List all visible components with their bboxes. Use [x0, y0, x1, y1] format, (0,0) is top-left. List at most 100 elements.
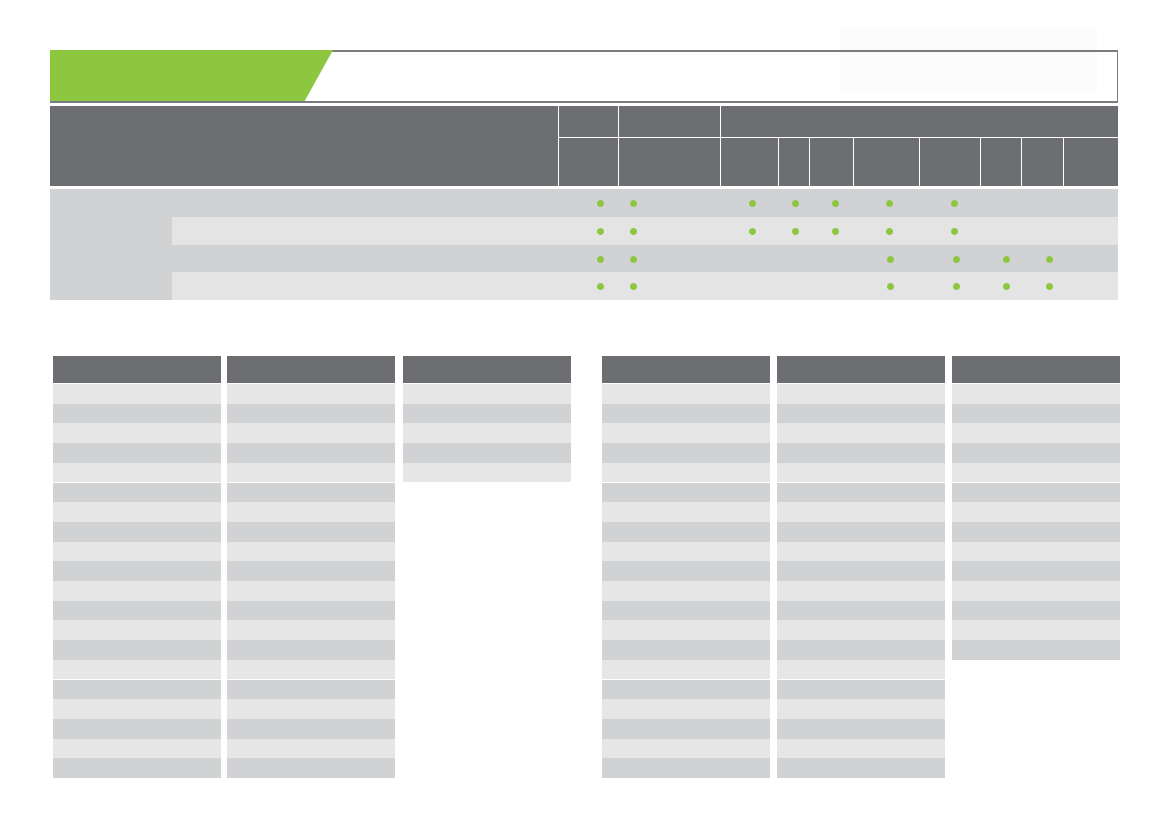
- title-bar: [50, 50, 1118, 103]
- header-divider: [558, 137, 1118, 138]
- list-row: [777, 482, 945, 503]
- list-row: [952, 620, 1120, 641]
- list-header: [602, 356, 770, 383]
- list-row: [952, 384, 1120, 404]
- check-dot-icon: [792, 200, 799, 207]
- matrix-row: [172, 217, 1118, 245]
- list-row: [602, 738, 770, 759]
- list-row: [777, 620, 945, 641]
- list-row: [952, 561, 1120, 581]
- list-row: [602, 718, 770, 739]
- list-row: [777, 403, 945, 424]
- list-row: [227, 502, 395, 522]
- list-row: [227, 443, 395, 463]
- list-row: [777, 640, 945, 660]
- check-dot-icon: [597, 200, 604, 207]
- check-dot-icon: [886, 228, 893, 235]
- list-row: [777, 384, 945, 404]
- list-row: [952, 462, 1120, 483]
- list-header: [53, 356, 221, 383]
- list-row: [952, 443, 1120, 463]
- list-row: [53, 659, 221, 680]
- check-dot-icon: [1003, 283, 1010, 290]
- list-row: [227, 640, 395, 660]
- check-dot-icon: [597, 283, 604, 290]
- list-row: [53, 403, 221, 424]
- list-row: [777, 718, 945, 739]
- header-divider: [618, 106, 619, 186]
- list-row: [403, 403, 571, 424]
- header-divider: [558, 106, 559, 186]
- check-dot-icon: [630, 283, 637, 290]
- list-row: [53, 581, 221, 601]
- check-dot-icon: [832, 200, 839, 207]
- list-row: [602, 502, 770, 522]
- list-row: [403, 462, 571, 483]
- list-row: [602, 443, 770, 463]
- list-row: [777, 600, 945, 621]
- matrix-group-cell: [50, 189, 172, 300]
- check-dot-icon: [792, 228, 799, 235]
- check-dot-icon: [887, 255, 894, 263]
- list-row: [53, 541, 221, 562]
- list-header: [952, 356, 1120, 383]
- list-row: [227, 521, 395, 542]
- list-row: [53, 521, 221, 542]
- list-row: [952, 482, 1120, 503]
- check-dot-icon: [953, 255, 960, 263]
- header-divider: [980, 137, 981, 186]
- matrix-header: [50, 106, 1118, 186]
- list-row: [602, 462, 770, 483]
- list-row: [53, 738, 221, 759]
- list-row: [777, 443, 945, 463]
- title-accent-tab: [50, 50, 333, 101]
- list-row: [227, 699, 395, 719]
- check-dot-icon: [1046, 255, 1053, 263]
- check-dot-icon: [597, 255, 604, 263]
- list-row: [53, 600, 221, 621]
- list-row: [227, 384, 395, 404]
- list-row: [53, 718, 221, 739]
- list-row: [227, 482, 395, 503]
- list-row: [952, 541, 1120, 562]
- list-row: [227, 620, 395, 641]
- list-row: [53, 640, 221, 660]
- list-row: [227, 758, 395, 778]
- list-row: [602, 521, 770, 542]
- matrix-row: [172, 189, 1118, 217]
- list-row: [602, 403, 770, 424]
- list-row: [403, 443, 571, 463]
- list-row: [53, 462, 221, 483]
- check-dot-icon: [953, 283, 960, 290]
- list-row: [227, 561, 395, 581]
- header-divider: [809, 137, 810, 186]
- list-row: [53, 679, 221, 700]
- list-row: [53, 561, 221, 581]
- list-row: [602, 581, 770, 601]
- list-row: [952, 423, 1120, 444]
- list-row: [777, 561, 945, 581]
- check-dot-icon: [630, 255, 637, 263]
- list-row: [602, 679, 770, 700]
- check-dot-icon: [749, 228, 756, 235]
- list-row: [952, 600, 1120, 621]
- list-row: [777, 738, 945, 759]
- list-row: [227, 541, 395, 562]
- list-row: [602, 758, 770, 778]
- list-row: [53, 423, 221, 444]
- list-row: [227, 581, 395, 601]
- list-row: [602, 482, 770, 503]
- list-row: [53, 482, 221, 503]
- list-row: [602, 699, 770, 719]
- list-header: [777, 356, 945, 383]
- list-row: [952, 403, 1120, 424]
- header-divider: [778, 137, 779, 186]
- list-row: [227, 679, 395, 700]
- check-dot-icon: [887, 283, 894, 290]
- list-row: [777, 521, 945, 542]
- list-row: [777, 541, 945, 562]
- list-row: [602, 561, 770, 581]
- check-dot-icon: [1046, 283, 1053, 290]
- logo-area: [840, 27, 1097, 92]
